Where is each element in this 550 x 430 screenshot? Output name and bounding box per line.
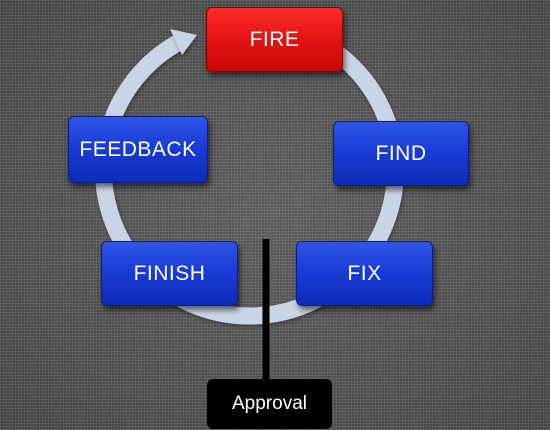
approval-label: Approval (232, 393, 307, 414)
node-fix: FIX (296, 241, 433, 306)
node-find-label: FIND (375, 141, 427, 165)
node-feedback: FEEDBACK (68, 116, 208, 183)
node-fix-label: FIX (347, 261, 382, 285)
cycle-arrowhead (170, 29, 197, 55)
approval-label-box: Approval (207, 379, 332, 429)
node-find: FIND (333, 121, 469, 186)
node-finish-label: FINISH (133, 261, 206, 285)
node-feedback-label: FEEDBACK (79, 137, 197, 161)
node-finish: FINISH (101, 241, 238, 306)
node-fire-label: FIRE (249, 27, 300, 51)
node-fire: FIRE (206, 7, 343, 72)
